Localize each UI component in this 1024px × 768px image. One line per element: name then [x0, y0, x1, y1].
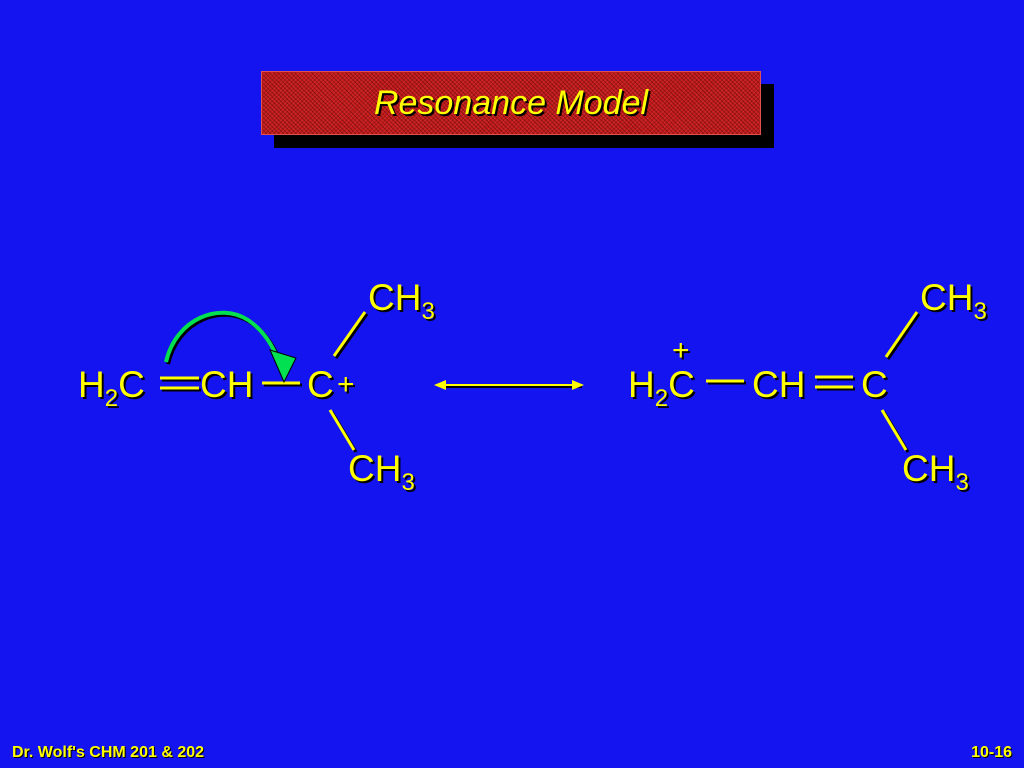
svg-text:H2C: H2C	[630, 366, 697, 414]
right-positive-charge: +	[672, 334, 690, 367]
electron-pushing-arrow	[164, 310, 297, 384]
right-structure: + + H2C H2C CH CH C C CH3 CH3 CH3 CH3	[628, 277, 989, 498]
footer-slide-number: 10-16	[971, 744, 1012, 761]
resonance-double-arrow	[434, 380, 584, 390]
svg-text:CH3: CH3	[904, 450, 971, 498]
left-c-label: C	[307, 364, 334, 405]
left-double-bond	[160, 376, 201, 392]
svg-text:CH3: CH3	[922, 279, 989, 327]
slide-title: Resonance Model	[373, 83, 649, 122]
svg-text:CH3: CH3	[370, 279, 437, 327]
svg-text:+: +	[674, 336, 692, 369]
left-ch-label: CH	[200, 364, 253, 405]
svg-text:CH3: CH3	[350, 450, 417, 498]
left-single-bond-ch-c	[262, 381, 302, 387]
svg-text:H2C: H2C	[80, 366, 147, 414]
svg-text:C: C	[863, 366, 890, 407]
left-bond-to-top-methyl	[332, 311, 369, 359]
left-h2c-label: H2C	[78, 364, 145, 412]
right-h2c-label: H2C	[628, 364, 695, 412]
svg-text:C: C	[309, 366, 336, 407]
svg-text:CH: CH	[202, 366, 255, 407]
left-positive-charge: +	[337, 368, 355, 401]
left-top-methyl-label: CH3	[368, 277, 435, 325]
right-double-bond	[815, 375, 855, 391]
right-single-bond-c-ch	[706, 379, 746, 385]
right-c-label: C	[861, 364, 888, 405]
right-ch-label: CH	[752, 364, 805, 405]
title-box: Resonance Model	[261, 71, 761, 135]
right-bond-to-top-methyl	[884, 311, 921, 360]
footer-course: Dr. Wolf's CHM 201 & 202	[12, 744, 205, 761]
right-bottom-methyl-label: CH3	[902, 448, 969, 496]
left-bond-to-bottom-methyl	[328, 409, 358, 453]
svg-text:+: +	[339, 370, 357, 403]
right-top-methyl-label: CH3	[920, 277, 987, 325]
right-bond-to-bottom-methyl	[880, 409, 910, 453]
left-bottom-methyl-label: CH3	[348, 448, 415, 496]
svg-text:CH: CH	[754, 366, 807, 407]
left-structure: H2C H2C CH CH C C + + CH3 CH3 CH3 CH3	[78, 277, 437, 498]
